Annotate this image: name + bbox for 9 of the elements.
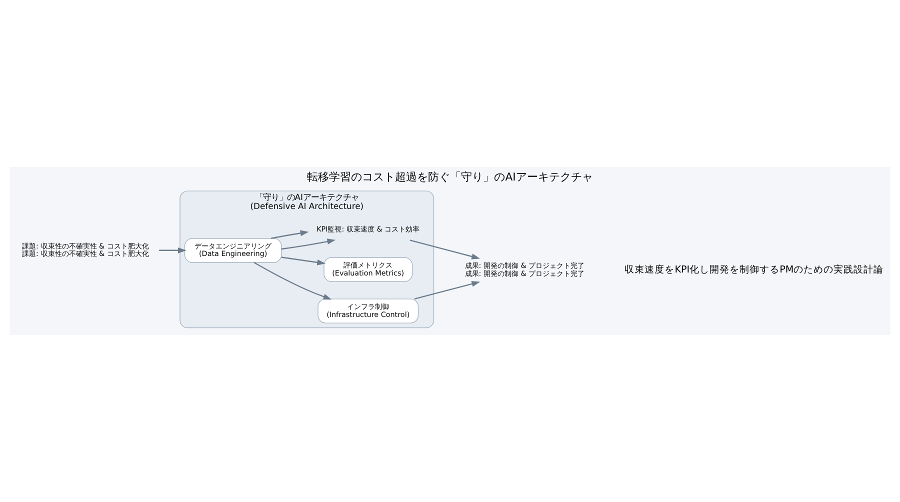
- arrow: [281, 256, 326, 266]
- arrow: [159, 247, 186, 254]
- diagram-title: 転移学習のコスト超過を防ぐ「守り」のAIアーキテクチャ: [307, 170, 593, 184]
- arrow: [254, 262, 332, 300]
- arrow: [281, 238, 336, 250]
- caption: 収束速度をKPI化し開発を制御するPMのための実践設計論: [624, 264, 884, 276]
- arrow: [410, 240, 480, 260]
- arrow: [414, 281, 480, 300]
- arrow: [271, 230, 309, 239]
